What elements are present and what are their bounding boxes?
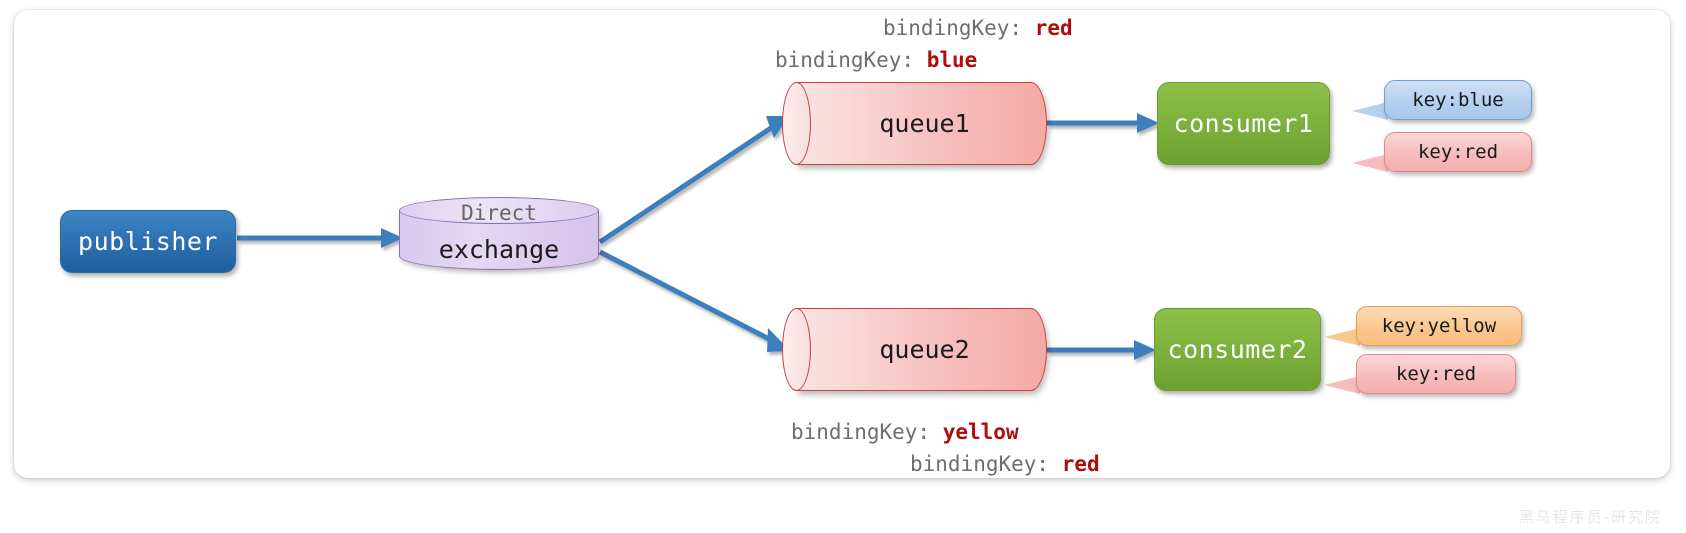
node-queue2[interactable]: queue2 [782, 308, 1047, 391]
binding-key-label-blue: bindingKey: blue [775, 48, 977, 72]
binding-key-prefix: bindingKey: [791, 420, 931, 444]
callout-tail-icon [1324, 376, 1360, 394]
publisher-label: publisher [78, 227, 218, 256]
watermark: 黑马程序员-研究院 [1518, 508, 1662, 526]
callout-consumer1-key-blue[interactable]: key:blue [1352, 80, 1532, 120]
arrow-exchange-to-queue2 [598, 249, 790, 352]
binding-key-prefix: bindingKey: [910, 452, 1050, 476]
arrow-queue1-to-consumer1 [1047, 113, 1159, 133]
binding-key-label-red-bottom: bindingKey: red [910, 452, 1100, 476]
arrow-exchange-to-queue1 [598, 116, 789, 245]
diagram-canvas: publisher Direct exchange queue1 queue2 … [14, 10, 1670, 478]
exchange-label: exchange [438, 235, 560, 264]
arrow-publisher-to-exchange [237, 228, 403, 248]
consumer2-label: consumer2 [1167, 335, 1308, 364]
binding-key-value: red [1061, 452, 1100, 476]
callout-text: key:blue [1384, 80, 1532, 120]
node-publisher[interactable]: publisher [60, 210, 236, 273]
arrow-queue2-to-consumer2 [1047, 340, 1156, 360]
consumer1-label: consumer1 [1173, 109, 1314, 138]
binding-key-prefix: bindingKey: [883, 16, 1023, 40]
callout-consumer1-key-red[interactable]: key:red [1352, 132, 1532, 172]
queue1-cylinder-body [796, 82, 1047, 165]
exchange-type-label: Direct [461, 201, 537, 225]
binding-key-prefix: bindingKey: [775, 48, 915, 72]
callout-tail-icon [1352, 102, 1388, 120]
node-queue1[interactable]: queue1 [782, 82, 1047, 165]
diagram-stage: publisher Direct exchange queue1 queue2 … [14, 10, 1670, 478]
callout-tail-icon [1324, 328, 1360, 346]
binding-key-value: blue [926, 48, 978, 72]
queue2-cylinder-body [796, 308, 1047, 391]
callout-text: key:yellow [1356, 306, 1522, 346]
node-consumer1[interactable]: consumer1 [1157, 82, 1330, 165]
exchange-cylinder-top [399, 197, 599, 224]
queue1-cylinder-cap [782, 82, 811, 165]
node-exchange[interactable]: Direct exchange [399, 197, 599, 270]
binding-key-value: yellow [942, 420, 1019, 444]
binding-key-value: red [1034, 16, 1073, 40]
queue2-label: queue2 [879, 335, 970, 364]
queue1-label: queue1 [879, 109, 970, 138]
node-consumer2[interactable]: consumer2 [1154, 308, 1321, 391]
queue2-cylinder-cap [782, 308, 811, 391]
binding-key-label-yellow: bindingKey: yellow [791, 420, 1019, 444]
callout-consumer2-key-yellow[interactable]: key:yellow [1324, 306, 1524, 346]
callout-text: key:red [1384, 132, 1532, 172]
binding-key-label-red-top: bindingKey: red [883, 16, 1073, 40]
callout-text: key:red [1356, 354, 1516, 394]
callout-consumer2-key-red[interactable]: key:red [1324, 354, 1524, 394]
arrow-layer [237, 113, 1159, 360]
callout-tail-icon [1352, 154, 1388, 172]
